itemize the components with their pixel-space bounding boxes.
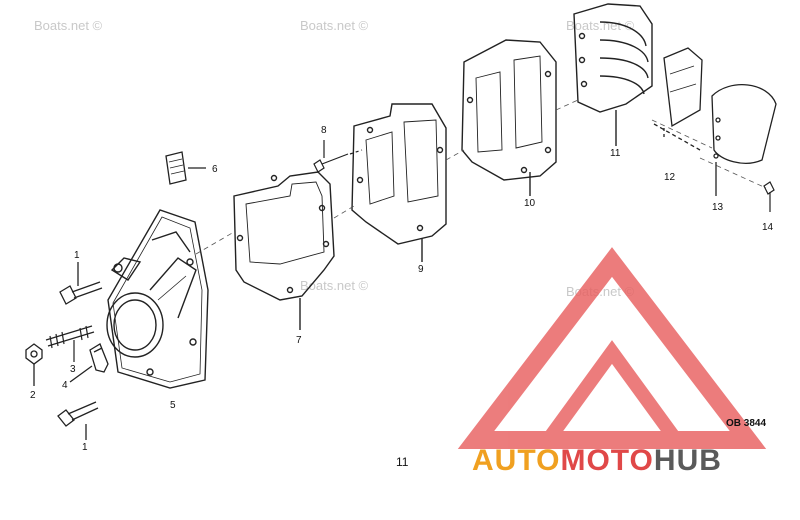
watermark-text: Boats.net © [566, 18, 635, 33]
logo-word-auto: AUTO [472, 444, 560, 477]
part-13-reed-petal [711, 84, 777, 196]
page-number: 11 [396, 455, 409, 469]
callout-13: 13 [712, 202, 724, 213]
callout-8: 8 [321, 125, 327, 136]
callout-4: 4 [62, 380, 68, 391]
part-3-stud [45, 325, 95, 362]
callout-11: 11 [610, 148, 621, 159]
watermark-text: Boats.net © [300, 278, 369, 293]
callout-1-upper: 1 [74, 250, 80, 261]
callout-5: 5 [170, 400, 176, 411]
part-9-reed-plate [351, 103, 447, 262]
part-6-decal [165, 151, 206, 185]
callout-10: 10 [524, 198, 536, 209]
callout-12: 12 [664, 172, 676, 183]
callout-labels: 1 2 3 4 5 1 6 7 8 9 10 11 12 13 14 [30, 125, 774, 453]
logo-word-hub: HUB [654, 444, 722, 477]
watermark-layer: Boats.net © Boats.net © Boats.net © Boat… [34, 18, 635, 299]
part-4-clip [69, 343, 109, 383]
assembly-centerlines [195, 99, 767, 255]
logo-mark [457, 247, 767, 449]
callout-3: 3 [70, 364, 76, 375]
part-1-screw-lower [57, 401, 99, 440]
logo-word-moto: MOTO [560, 444, 653, 477]
part-2-nut [25, 343, 43, 386]
callout-9: 9 [418, 264, 424, 275]
part-14-screw [763, 181, 775, 212]
figure-code: OB 3844 [726, 418, 766, 429]
callout-7: 7 [296, 335, 302, 346]
callout-1-lower: 1 [82, 442, 88, 453]
part-12-reed-stop [653, 47, 703, 151]
part-10-gasket [461, 39, 557, 196]
part-5-adapter-housing [106, 209, 209, 389]
part-8-screw [313, 140, 363, 173]
watermark-text: Boats.net © [34, 18, 103, 33]
callout-2: 2 [30, 390, 36, 401]
part-7-gasket [233, 171, 335, 330]
part-11-reed-block [573, 3, 653, 146]
callout-14: 14 [762, 222, 774, 233]
part-1-screw-upper [59, 262, 103, 305]
callout-6: 6 [212, 164, 218, 175]
watermark-text: Boats.net © [300, 18, 369, 33]
logo-wordmark: AUTOMOTOHUB [472, 444, 722, 477]
